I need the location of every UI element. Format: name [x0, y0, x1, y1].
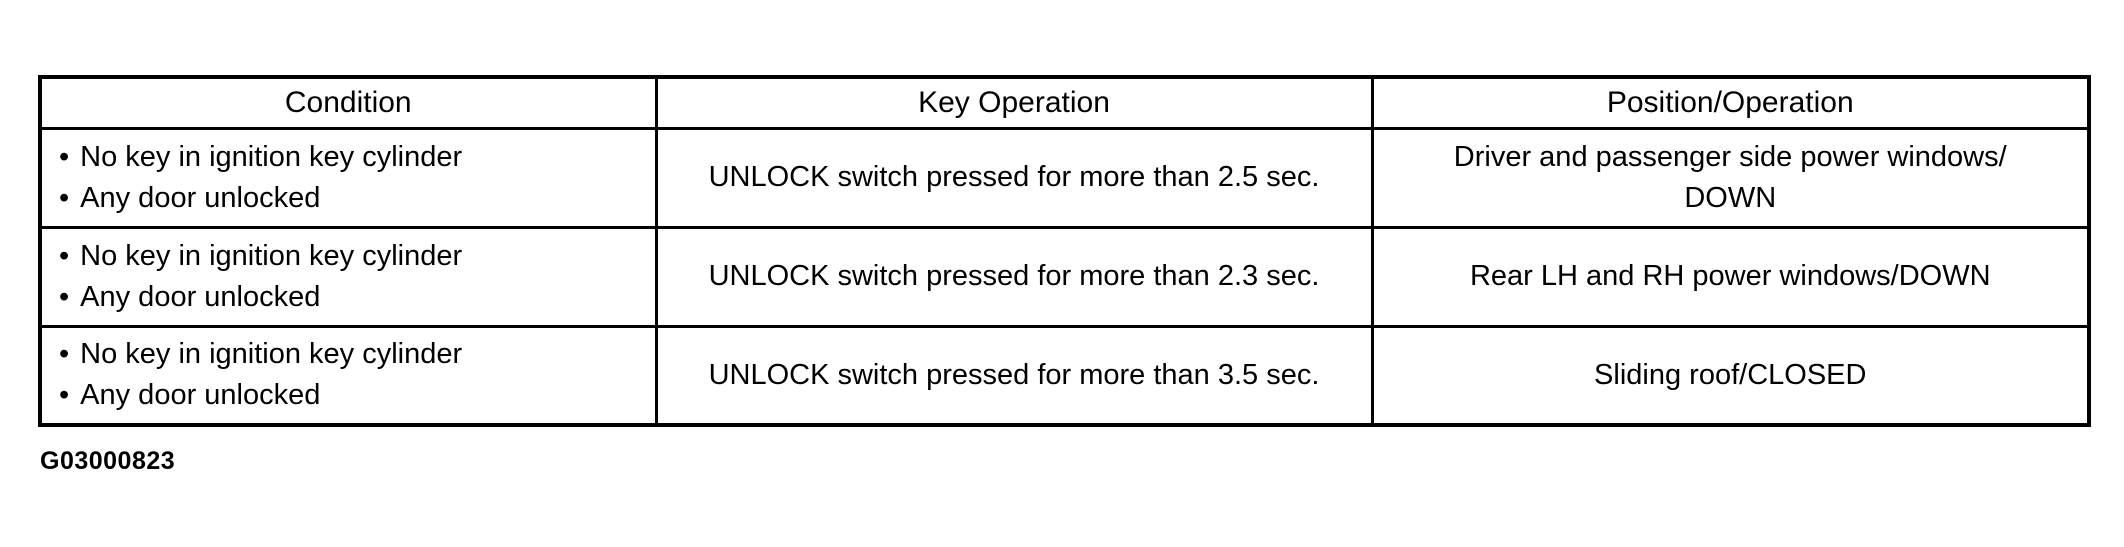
key-operation-cell: UNLOCK switch pressed for more than 2.5 … [654, 126, 1374, 229]
condition-cell: No key in ignition key cylinder Any door… [38, 126, 658, 229]
key-operation-cell: UNLOCK switch pressed for more than 3.5 … [654, 324, 1374, 427]
condition-bullet-item: No key in ignition key cylinder [59, 334, 655, 375]
condition-bullet-item: No key in ignition key cylinder [59, 137, 655, 178]
condition-bullet-item: Any door unlocked [59, 178, 655, 219]
condition-bullet-item: No key in ignition key cylinder [59, 236, 655, 277]
column-header-key-operation: Key Operation [654, 75, 1374, 130]
key-operation-cell: UNLOCK switch pressed for more than 2.3 … [654, 225, 1374, 328]
position-operation-cell: Sliding roof/CLOSED [1370, 324, 2091, 427]
condition-cell: No key in ignition key cylinder Any door… [38, 225, 658, 328]
table-header-row: Condition Key Operation Position/Operati… [38, 75, 2091, 130]
position-operation-line: Sliding roof/CLOSED [1594, 358, 1867, 391]
table-row: No key in ignition key cylinder Any door… [38, 324, 2091, 427]
position-operation-line: DOWN [1684, 181, 1777, 214]
condition-cell: No key in ignition key cylinder Any door… [38, 324, 658, 427]
table-row: No key in ignition key cylinder Any door… [38, 225, 2091, 328]
position-operation-line: Rear LH and RH power windows/DOWN [1469, 260, 1991, 292]
position-operation-line: Driver and passenger side power windows/ [1453, 140, 2007, 173]
key-operation-table: Condition Key Operation Position/Operati… [38, 75, 2091, 427]
column-header-position-operation: Position/Operation [1370, 75, 2091, 130]
condition-bullet-item: Any door unlocked [59, 375, 655, 416]
table-row: No key in ignition key cylinder Any door… [38, 126, 2091, 229]
figure-id-label: G03000823 [40, 447, 176, 475]
position-operation-cell: Rear LH and RH power windows/DOWN [1370, 225, 2091, 328]
condition-bullet-item: Any door unlocked [59, 277, 655, 318]
column-header-condition: Condition [38, 75, 658, 130]
position-operation-cell: Driver and passenger side power windows/… [1370, 126, 2091, 229]
